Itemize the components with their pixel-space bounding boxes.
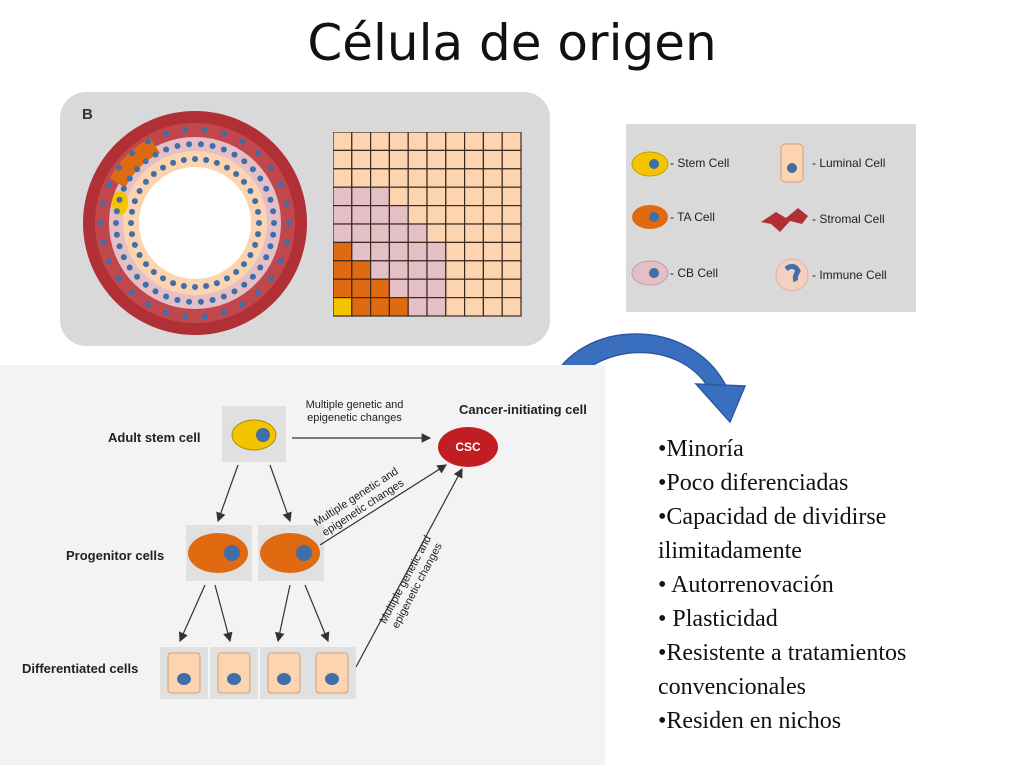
legend-stromal-label: - Stromal Cell [812,212,885,226]
curved-arrow-icon [549,333,747,424]
slide-title: Célula de origen [307,14,717,72]
bullet-item: •Resistente a tratamientos convencionale… [658,640,907,700]
csc-cell-icon [438,427,498,467]
cell-lineage-grid [333,132,522,317]
adult-stem-cell-icon [231,419,277,451]
bullet-item: • Plasticidad [658,606,778,632]
bullet-item: •Capacidad de dividirse ilimitadamente [658,504,887,564]
immune-cell-icon [775,258,809,292]
legend-symbols [631,143,809,292]
legend-cb-label: - CB Cell [670,266,719,280]
characteristics-list: •Minoría •Poco diferenciadas •Capacidad … [658,432,998,738]
bullet-item: •Residen en nichos [658,708,842,734]
bullet-item: • Autorrenovación [658,572,834,598]
lineage-diagram-graphics [160,406,498,699]
csc-label: CSC [455,440,481,454]
gland-cross-section [83,111,307,335]
changes-top-label: Multiple genetic and epigenetic changes [305,399,404,424]
legend-luminal-label: - Luminal Cell [812,156,886,170]
gland-lumen [139,167,251,279]
bullet-item: •Minoría [658,436,744,462]
differentiated-cells-label: Differentiated cells [22,661,139,676]
bullet-item: •Poco diferenciadas [658,470,849,496]
ta-cell-arc [110,138,160,188]
panel-b-label: B [82,106,93,123]
stromal-cell-icon [761,208,808,232]
legend-ta-label: - TA Cell [670,210,715,224]
cell-nuclei [98,126,292,320]
legend-immune-label: - Immune Cell [812,268,887,282]
legend-stem-label: - Stem Cell [670,156,730,170]
cancer-initiating-cell-label: Cancer-initiating cell [459,402,587,417]
progenitor-cells-label: Progenitor cells [66,548,165,563]
adult-stem-cell-label: Adult stem cell [108,430,201,445]
